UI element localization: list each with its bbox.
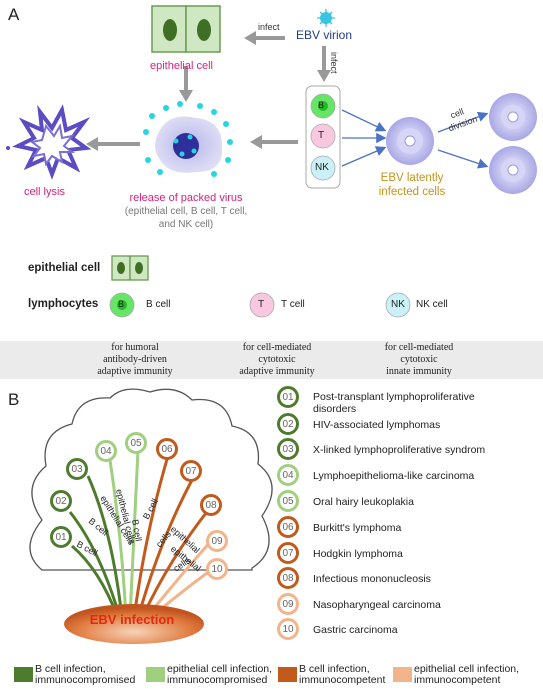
release-down-arrow	[179, 66, 193, 102]
list-item-10: Gastric carcinoma	[313, 624, 398, 636]
tree-label-b5: B cell	[130, 519, 144, 542]
panel-a-illustration	[6, 5, 537, 318]
epithelial-cell-label: epithelial cell	[150, 60, 213, 72]
divided-cell-top	[489, 93, 537, 141]
release-sub1: (epithelial cell, B cell, T cell,	[124, 206, 248, 217]
key-b-label: B cell	[146, 299, 171, 310]
tree-node-04: 04	[95, 440, 117, 462]
legend-label-2: epithelial cell infection,immunocompromi…	[167, 663, 273, 686]
cell-lysis-label: cell lysis	[24, 186, 65, 198]
chip-b-label: B	[318, 100, 325, 110]
key-lymphocytes-label: lymphocytes	[28, 298, 99, 310]
infect-down-label: infect	[329, 52, 339, 74]
tree-node-02: 02	[50, 490, 72, 512]
ebv-infection-mound	[64, 604, 204, 644]
key-nk-chip-text: NK	[391, 299, 405, 310]
list-badge-01: 01	[277, 386, 299, 408]
legend-swatch-2	[146, 667, 165, 682]
list-badge-09: 09	[277, 593, 299, 615]
tree-node-07: 07	[180, 460, 202, 482]
legend-swatch-4	[393, 667, 412, 682]
legend-label-3: B cell infection,immunocompetent	[299, 663, 386, 686]
latent-infected-cell	[386, 117, 434, 165]
key-t-chip-text: T	[258, 299, 265, 310]
key-nk-label: NK cell	[416, 299, 448, 310]
list-badge-07: 07	[277, 542, 299, 564]
list-badge-03: 03	[277, 438, 299, 460]
ebv-infection-label: EBV infection	[89, 612, 175, 627]
release-to-lysis-arrow	[86, 137, 140, 151]
list-item-04: Lymphoepithelioma-like carcinoma	[313, 470, 475, 482]
division-arrow-up	[437, 111, 489, 133]
ebv-virion-icon	[317, 9, 335, 27]
legend-swatch-1	[14, 667, 33, 682]
list-item-09: Nasopharyngeal carcinoma	[313, 599, 441, 611]
infect-down-arrow	[317, 46, 331, 82]
epithelial-cell-icon	[151, 5, 221, 53]
key-epithelial-icon	[111, 255, 149, 281]
list-item-03: X-linked lymphoproliferative syndrom	[313, 444, 486, 456]
list-item-08: Infectious mononucleosis	[313, 573, 431, 585]
latent-label-1: EBV latently	[380, 172, 444, 184]
tree-node-10: 10	[206, 558, 228, 580]
release-sub2: and NK cell)	[158, 219, 214, 230]
legend-label-1: B cell infection,immunocompromised	[35, 663, 136, 686]
arrow-b-to-latent	[341, 109, 387, 132]
immunity-band	[0, 341, 543, 379]
divided-cell-bottom	[489, 146, 537, 194]
panel-a-letter: A	[8, 5, 20, 24]
legend-swatch-3	[278, 667, 297, 682]
list-badge-08: 08	[277, 567, 299, 589]
cell-lysis-icon	[6, 104, 92, 180]
legend-label-4: epithelial cell infection,immunocompeten…	[414, 663, 520, 686]
list-badge-06: 06	[277, 516, 299, 538]
key-b-chip-text: B	[118, 299, 125, 309]
key-t-chip	[249, 292, 275, 318]
list-item-02: HIV-associated lymphomas	[313, 419, 441, 431]
panel-b-letter: B	[8, 390, 20, 409]
list-item-05: Oral hairy leukoplakia	[313, 496, 414, 508]
lymph-to-release-arrow	[250, 135, 298, 149]
ebv-virion-label: EBV virion	[296, 28, 353, 42]
tree-node-06: 06	[156, 438, 178, 460]
list-badge-05: 05	[277, 490, 299, 512]
infect-left-arrow	[244, 31, 285, 45]
list-badge-10: 10	[277, 618, 299, 640]
list-item-06: Burkitt's lymphoma	[313, 522, 402, 534]
chip-t-label: T	[318, 130, 325, 141]
tree-node-01: 01	[50, 526, 72, 548]
infect-left-label: infect	[258, 22, 280, 32]
key-nk-chip	[385, 292, 411, 318]
list-badge-04: 04	[277, 464, 299, 486]
key-epithelial-label: epithelial cell	[28, 262, 101, 274]
list-badge-02: 02	[277, 413, 299, 435]
chip-nk-label: NK	[315, 162, 329, 173]
division-arrow-down	[437, 149, 489, 169]
virus-release-cell	[143, 101, 233, 177]
arrow-nk-to-latent	[341, 146, 387, 167]
tree-node-05: 05	[125, 432, 147, 454]
ebv-tree-illustration: B cell B cell epithelial cells epithelia…	[29, 388, 273, 644]
tree-canopy-outline	[29, 388, 273, 571]
tree-node-03: 03	[66, 458, 88, 480]
tree-node-08: 08	[200, 494, 222, 516]
list-item-07: Hodgkin lymphoma	[313, 548, 403, 560]
release-title: release of packed virus	[129, 192, 243, 204]
key-t-label: T cell	[281, 299, 305, 310]
tree-node-09: 09	[206, 530, 228, 552]
latent-label-2: infected cells	[378, 186, 446, 198]
